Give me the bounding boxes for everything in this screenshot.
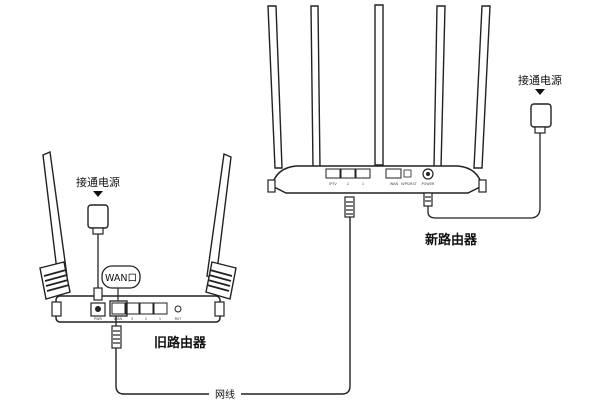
old-router-reset-button [174,305,182,313]
old-router-foot-right [214,301,225,317]
new-router-port-label-2: 2 [347,182,349,186]
old-router-label: 旧路由器 [154,335,207,351]
old-router-port-label-2: 2 [145,317,147,321]
new-router-port-label-wan: WAN [390,182,399,186]
old-router-power-arrow-icon [93,191,103,197]
old-router-port-3 [125,302,140,315]
new-router-power-label: 接通电源 [518,73,562,87]
old-router-power-socket-pin [95,306,101,312]
new-router-port-2 [340,168,356,179]
ethernet-cable-label-bg [209,386,241,400]
new-router-power-socket-pin [426,172,430,176]
new-router-port-label-iptv: IPTV [329,182,337,186]
new-router-port-1 [355,168,371,179]
old-router-port-label-1: 1 [159,317,161,321]
old-router-port-label-pwr: PWR [94,317,103,321]
old-router-port-1 [153,302,168,315]
wan-port-callout-box [101,265,141,289]
old-router-power-adapter [87,204,109,235]
new-router-lan-ports [325,168,371,179]
new-router-port-label-1: 1 [362,182,364,186]
old-router-port-label-3: 3 [131,317,133,321]
old-router-port-wan [111,302,126,315]
new-router-power-adapter [530,103,552,140]
new-router-foot-right [478,179,487,193]
old-router: PWR WAN 3 2 1 RST [39,150,237,323]
new-router-port-label-power: POWER [422,182,436,186]
new-router-power-plug [423,192,433,207]
ethernet-cable-label: 网线 [215,388,235,400]
old-router-antenna-left [39,150,71,300]
new-router-wps-button [403,169,412,178]
new-router-port-wan [385,168,402,179]
new-router-antennas [267,4,491,169]
old-router-port-label-rst: RST [175,317,183,321]
old-router-port-label-wan: WAN [114,317,123,321]
old-router-cable-plug [111,325,122,349]
old-router-power-label: 接通电源 [76,175,120,189]
new-router-power-cord [427,140,541,219]
old-router-power-plug [93,287,103,301]
new-router: IPTV 2 1 WAN WPS/RST POWER [267,4,491,194]
new-router-cable-plug [344,196,355,218]
new-router-power-arrow-icon [535,89,545,95]
new-router-port-iptv [325,168,341,179]
old-router-antenna-right [205,152,237,300]
old-router-foot-left [51,301,62,317]
new-router-body [271,165,483,194]
old-router-port-2 [139,302,154,315]
new-router-foot-left [267,179,276,193]
new-router-label: 新路由器 [425,232,478,248]
new-router-port-label-wps: WPS/RST [401,182,418,186]
wan-port-label: WAN口 [105,273,137,284]
